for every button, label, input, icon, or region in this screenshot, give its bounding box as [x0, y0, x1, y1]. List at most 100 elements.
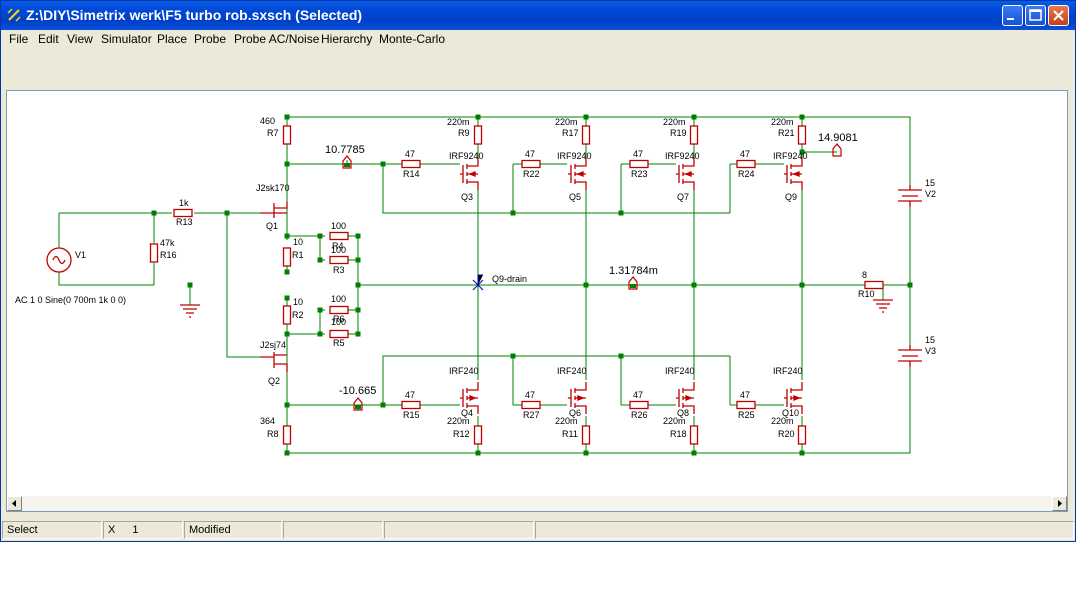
status-pane-empty [283, 521, 383, 539]
junction-dot [355, 282, 361, 288]
menu-place[interactable]: Place [157, 32, 188, 46]
label-q5-ref: Q5 [569, 192, 581, 202]
resistor-r2[interactable] [282, 305, 292, 325]
voltage-probe-marker[interactable] [353, 397, 363, 411]
voltage-probe-marker[interactable] [628, 276, 638, 290]
resistor-r13[interactable] [173, 208, 193, 218]
label-r4-ref: R4 [332, 241, 344, 251]
label-r1-ref: R1 [292, 250, 304, 260]
resistor-r18[interactable] [689, 425, 699, 445]
resistor-r5[interactable] [329, 329, 349, 339]
label-r13-value: 1k [179, 198, 189, 208]
junction-dot [317, 307, 323, 313]
minimize-button[interactable] [1002, 5, 1023, 26]
label-r16-value: 47k [160, 238, 175, 248]
junction-dot [691, 114, 697, 120]
label-r2-value: 10 [293, 297, 303, 307]
probe-fills [344, 163, 636, 409]
resistor-r23[interactable] [629, 159, 649, 169]
resistor-r15[interactable] [401, 400, 421, 410]
title-bar[interactable]: Z:\DIY\Simetrix werk\F5 turbo rob.sxsch … [0, 0, 1076, 30]
resistor-r9[interactable] [473, 125, 483, 145]
label-r11-ref: R11 [562, 429, 578, 439]
menu-probe-ac-noise[interactable]: Probe AC/Noise [234, 32, 320, 46]
junction-dot [284, 450, 290, 456]
resistor-r10[interactable] [864, 280, 884, 290]
label-q10-model: IRF240 [773, 366, 803, 376]
resistor-r22[interactable] [521, 159, 541, 169]
app-icon [7, 8, 21, 22]
label-r19-value: 220m [663, 117, 686, 127]
resistor-r3[interactable] [329, 255, 349, 265]
voltage-probe-marker[interactable] [342, 155, 352, 169]
pmos-q5[interactable] [568, 158, 587, 190]
resistor-r17[interactable] [581, 125, 591, 145]
label-q2-model: J2sj74 [260, 340, 286, 350]
label-r22-value: 47 [525, 149, 535, 159]
label-q6-model: IRF240 [557, 366, 587, 376]
resistor-r20[interactable] [797, 425, 807, 445]
resistor-r27[interactable] [521, 400, 541, 410]
label-q1-model: J2sk170 [256, 183, 290, 193]
probe-bottom-value: -10.665 [339, 385, 376, 397]
label-r10-ref: R10 [858, 289, 875, 299]
status-bar: Select X 1 Modified [0, 520, 1076, 540]
label-v2-ref: V2 [925, 189, 936, 199]
junction-dot [317, 331, 323, 337]
menu-simulator[interactable]: Simulator [101, 32, 152, 46]
maximize-button[interactable] [1025, 5, 1046, 26]
nmos-q6[interactable] [568, 382, 587, 414]
menu-file[interactable]: File [9, 32, 29, 46]
label-v1-ref: V1 [75, 250, 86, 260]
scroll-right-button[interactable] [1052, 496, 1067, 511]
nmos-q4[interactable] [460, 382, 479, 414]
menu-monte-carlo[interactable]: Monte-Carlo [379, 32, 446, 46]
resistor-r26[interactable] [629, 400, 649, 410]
label-r27-value: 47 [525, 390, 535, 400]
pmos-q7[interactable] [676, 158, 695, 190]
resistor-r12[interactable] [473, 425, 483, 445]
probe-rail-value: 14.9081 [818, 132, 858, 144]
resistor-r8[interactable] [282, 425, 292, 445]
resistor-r21[interactable] [797, 125, 807, 145]
menu-probe[interactable]: Probe [194, 32, 227, 46]
close-button[interactable] [1048, 5, 1069, 26]
junction-dot [224, 210, 230, 216]
resistor-r4[interactable] [329, 231, 349, 241]
resistor-r7[interactable] [282, 125, 292, 145]
resistor-r19[interactable] [689, 125, 699, 145]
resistor-r14[interactable] [401, 159, 421, 169]
junction-dot [284, 161, 290, 167]
label-r4-value: 100 [331, 221, 346, 231]
wires [58, 116, 911, 454]
resistor-r11[interactable] [581, 425, 591, 445]
resistor-r25[interactable] [736, 400, 756, 410]
resistor-r24[interactable] [736, 159, 756, 169]
resistor-r16[interactable] [149, 243, 159, 263]
voltage-probe-marker[interactable] [832, 143, 842, 157]
junction-dot [284, 331, 290, 337]
label-r21-value: 220m [771, 117, 794, 127]
label-q7-ref: Q7 [677, 192, 689, 202]
nmos-q8[interactable] [676, 382, 695, 414]
menu-edit[interactable]: Edit [38, 32, 59, 46]
schematic-canvas[interactable]: 460 R7 364 R8 J2sk170 Q1 J2sj74 Q2 1k R1… [6, 90, 1068, 512]
label-r7-value: 460 [260, 116, 275, 126]
label-r14-value: 47 [405, 149, 415, 159]
label-r17-ref: R17 [562, 128, 579, 138]
scroll-left-button[interactable] [7, 496, 22, 511]
schematic-drawing[interactable]: 460 R7 364 R8 J2sk170 Q1 J2sj74 Q2 1k R1… [7, 91, 1067, 511]
menu-view[interactable]: View [67, 32, 93, 46]
pmos-q9[interactable] [784, 158, 803, 190]
menu-hierarchy[interactable]: Hierarchy [321, 32, 373, 46]
horizontal-scrollbar[interactable] [7, 496, 1067, 511]
pmos-q3[interactable] [460, 158, 479, 190]
label-r17-value: 220m [555, 117, 578, 127]
node-marker[interactable] [472, 274, 484, 291]
resistor-r6[interactable] [329, 305, 349, 315]
minimize-icon [1007, 18, 1014, 20]
nmos-q10[interactable] [784, 382, 803, 414]
resistor-r1[interactable] [282, 247, 292, 267]
maximize-icon [1029, 9, 1042, 21]
junction-dot [618, 210, 624, 216]
